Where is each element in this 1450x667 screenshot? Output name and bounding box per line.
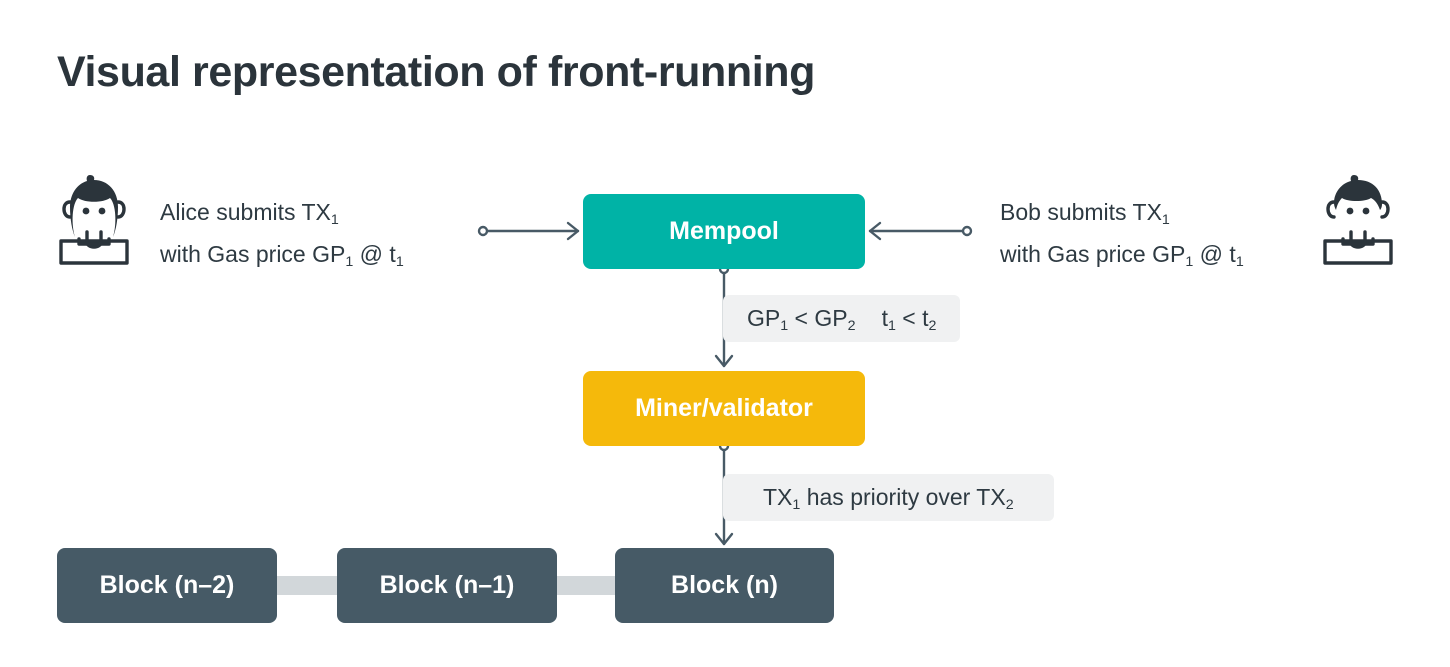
node-miner-label: Miner/validator	[635, 394, 813, 422]
block-n[interactable]: Block (n)	[615, 548, 834, 623]
alice-caption-line1: Alice submits TX1	[160, 199, 339, 228]
page-title: Visual representation of front-running	[57, 48, 816, 96]
bob-caption-line2: with Gas price GP1 @ t1	[1000, 241, 1244, 270]
female-avatar-icon	[56, 174, 132, 266]
block-n-minus-2-label: Block (n–2)	[99, 571, 235, 599]
block-n-minus-2[interactable]: Block (n–2)	[57, 548, 277, 623]
block-n-minus-1-label: Block (n–1)	[379, 571, 515, 599]
alice-caption-line2: with Gas price GP1 @ t1	[160, 241, 404, 270]
node-mempool-label: Mempool	[669, 217, 779, 245]
block-connector-1	[270, 576, 344, 595]
node-mempool[interactable]: Mempool	[583, 194, 865, 269]
edge-label-priority: TX1 has priority over TX2	[723, 474, 1054, 521]
block-n-label: Block (n)	[671, 571, 778, 599]
priority-expression: TX1 has priority over TX2	[763, 484, 1014, 513]
bob-caption-line1: Bob submits TX1	[1000, 199, 1170, 228]
male-avatar-icon	[1320, 174, 1396, 266]
block-connector-2	[550, 576, 622, 595]
block-n-minus-1[interactable]: Block (n–1)	[337, 548, 557, 623]
node-miner-validator[interactable]: Miner/validator	[583, 371, 865, 446]
bob-caption: Bob submits TX1 with Gas price GP1 @ t1	[1000, 193, 1244, 277]
alice-caption: Alice submits TX1 with Gas price GP1 @ t…	[160, 193, 404, 277]
